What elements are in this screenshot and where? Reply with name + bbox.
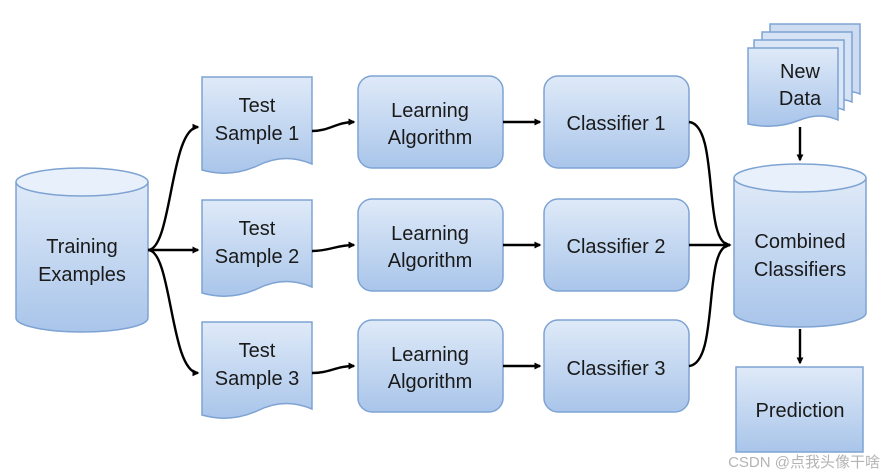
arrow-sample-3-to-algorithm-3 <box>311 362 356 375</box>
classifier-2-node: Classifier 2 <box>543 198 690 292</box>
learning-algorithm-1-label-line1: Learning <box>391 100 469 122</box>
arrow-training-to-sample-3 <box>147 248 200 377</box>
test-sample-2-label-line2: Sample 2 <box>215 246 300 268</box>
arrow-classifier-1-to-combined <box>688 120 732 249</box>
new-data-label-line1: New <box>780 61 821 83</box>
test-sample-2-label-line1: Test <box>239 218 276 240</box>
training-examples-label-line1: Training <box>46 236 118 258</box>
classifier-1-label: Classifier 1 <box>567 113 666 135</box>
training-examples-node: Training Examples <box>15 167 149 333</box>
prediction-label: Prediction <box>756 400 845 422</box>
learning-algorithm-2-label-line2: Algorithm <box>388 250 472 272</box>
test-sample-1-label-line1: Test <box>239 95 276 117</box>
arrow-sample-2-to-algorithm-2 <box>311 241 356 253</box>
test-sample-3-label-line2: Sample 3 <box>215 368 300 390</box>
learning-algorithm-1-node: Learning Algorithm <box>357 75 504 169</box>
classifier-1-node: Classifier 1 <box>543 75 690 169</box>
combined-classifiers-node: Combined Classifiers <box>733 163 867 328</box>
learning-algorithm-3-node: Learning Algorithm <box>357 319 504 413</box>
classifier-2-label: Classifier 2 <box>567 236 666 258</box>
test-sample-1-label-line2: Sample 1 <box>215 123 300 145</box>
arrow-training-to-sample-1 <box>147 123 200 252</box>
classifier-3-label: Classifier 3 <box>567 358 666 380</box>
learning-algorithm-2-node: Learning Algorithm <box>357 198 504 292</box>
learning-algorithm-1-label-line2: Algorithm <box>388 127 472 149</box>
arrow-classifier-3-to-combined <box>688 241 732 368</box>
learning-algorithm-2-label-line1: Learning <box>391 223 469 245</box>
test-sample-2-node: Test Sample 2 <box>201 199 313 297</box>
watermark-text: CSDN @点我头像干啥 <box>728 454 880 471</box>
training-examples-label-line2: Examples <box>38 264 126 286</box>
test-sample-3-label-line1: Test <box>239 340 276 362</box>
test-sample-3-node: Test Sample 3 <box>201 321 313 419</box>
arrow-sample-1-to-algorithm-1 <box>311 118 356 133</box>
prediction-node: Prediction <box>735 366 864 453</box>
combined-classifiers-label-line1: Combined <box>754 231 845 253</box>
combined-classifiers-label-line2: Classifiers <box>754 259 846 281</box>
classifier-3-node: Classifier 3 <box>543 319 690 413</box>
new-data-node: New Data <box>747 23 861 127</box>
learning-algorithm-3-label-line1: Learning <box>391 344 469 366</box>
test-sample-1-node: Test Sample 1 <box>201 76 313 174</box>
learning-algorithm-3-label-line2: Algorithm <box>388 371 472 393</box>
new-data-label-line2: Data <box>779 88 822 110</box>
